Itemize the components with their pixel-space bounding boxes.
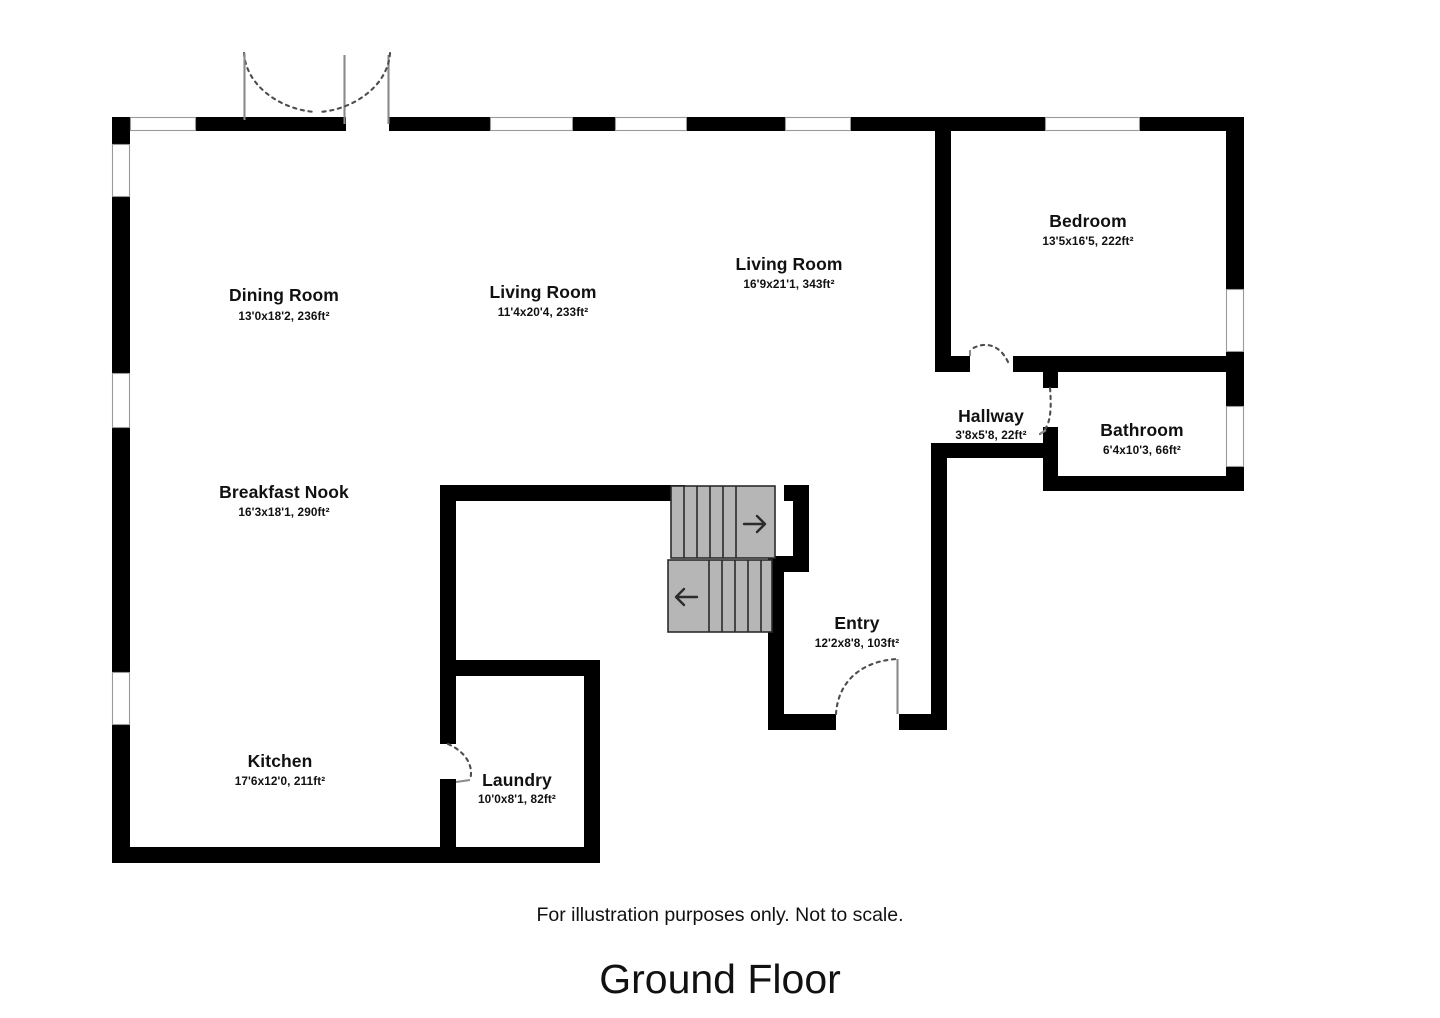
wall-bottom (112, 847, 600, 863)
bedroom-door-swing (968, 343, 1010, 364)
bathroom-door-leaf (1039, 429, 1047, 435)
window-left-2-frame (111, 372, 131, 429)
wall-entry-south-right (899, 714, 947, 730)
laundry-door-swing (446, 742, 472, 782)
window-left-3-frame (111, 671, 131, 726)
window-top-5 (1045, 117, 1140, 131)
window-top-left-frame (129, 116, 197, 132)
wall-bathroom-south (1043, 476, 1244, 491)
wall-nook-south (440, 485, 685, 501)
room-dims-laundry: 10'0x8'1, 82ft² (478, 792, 556, 806)
floor-title: Ground Floor (599, 956, 841, 1002)
french-door-swing-left (242, 51, 318, 114)
wall-top-seg-6 (851, 117, 950, 131)
wall-nook-east-upper (440, 485, 456, 660)
stair-lower-treads (708, 560, 762, 632)
room-label-laundry: Laundry 10'0x8'1, 82ft² (478, 770, 556, 806)
wall-top-seg-1 (112, 117, 130, 131)
wall-entry-south-left (768, 714, 836, 730)
wall-bathroom-west-upper (1043, 366, 1058, 388)
wall-top-seg-8 (1140, 117, 1244, 131)
room-dims-dining-room: 13'0x18'2, 236ft² (238, 309, 329, 323)
room-dims-entry: 12'2x8'8, 103ft² (815, 636, 900, 650)
stair-upper-treads (683, 486, 737, 558)
wall-top-seg-4 (573, 117, 615, 131)
room-dims-hallway: 3'8x5'8, 22ft² (955, 428, 1026, 442)
room-dims-kitchen: 17'6x12'0, 211ft² (235, 774, 326, 788)
window-top-4-frame (784, 116, 852, 132)
room-label-breakfast-nook: Breakfast Nook 16'3x18'1, 290ft² (219, 482, 349, 519)
wall-laundry-west-lower (440, 779, 456, 863)
wall-left-seg-4 (112, 725, 130, 863)
wall-group (111, 116, 1245, 863)
wall-laundry-west-upper (440, 660, 456, 744)
stairs-arrow-left-icon (674, 587, 699, 607)
window-top-2-frame (489, 116, 574, 132)
room-label-entry: Entry 12'2x8'8, 103ft² (815, 613, 900, 650)
wall-top-seg-3 (389, 117, 490, 131)
room-dims-breakfast-nook: 16'3x18'1, 290ft² (238, 505, 329, 519)
wall-laundry-north (440, 660, 600, 676)
door-group (242, 51, 1052, 784)
room-label-dining-room: Dining Room 13'0x18'2, 236ft² (229, 285, 339, 323)
room-dims-bedroom: 13'5x16'5, 222ft² (1042, 234, 1133, 248)
room-name-dining-room: Dining Room (229, 285, 339, 305)
staircase (667, 485, 776, 633)
room-label-hallway: Hallway 3'8x5'8, 22ft² (955, 406, 1026, 442)
room-name-living-room-1: Living Room (489, 282, 596, 302)
wall-top-seg-7 (935, 117, 1045, 131)
wall-left-seg-3 (112, 428, 130, 672)
window-top-2 (490, 117, 573, 131)
room-name-breakfast-nook: Breakfast Nook (219, 482, 349, 502)
window-top-left (130, 117, 196, 131)
room-label-bathroom: Bathroom 6'4x10'3, 66ft² (1100, 420, 1183, 457)
window-right-2 (1226, 406, 1244, 467)
room-label-living-room-1: Living Room 11'4x20'4, 233ft² (489, 282, 596, 319)
room-dims-living-room-1: 11'4x20'4, 233ft² (498, 305, 589, 319)
wall-hallway-south (935, 443, 1058, 458)
wall-right-seg-1 (1226, 117, 1244, 289)
window-top-4 (785, 117, 851, 131)
room-dims-living-room-2: 16'9x21'1, 343ft² (743, 277, 834, 291)
room-labels: Dining Room 13'0x18'2, 236ft² Living Roo… (219, 211, 1184, 806)
room-name-laundry: Laundry (482, 770, 552, 790)
room-dims-bathroom: 6'4x10'3, 66ft² (1103, 443, 1181, 457)
room-name-bathroom: Bathroom (1100, 420, 1183, 440)
room-label-kitchen: Kitchen 17'6x12'0, 211ft² (235, 751, 326, 788)
room-label-living-room-2: Living Room 16'9x21'1, 343ft² (735, 254, 842, 291)
window-left-1 (112, 144, 130, 197)
room-name-entry: Entry (834, 613, 879, 633)
room-name-bedroom: Bedroom (1049, 211, 1127, 231)
wall-bedroom-west (935, 117, 951, 370)
window-left-2 (112, 373, 130, 428)
room-label-bedroom: Bedroom 13'5x16'5, 222ft² (1042, 211, 1133, 248)
stairs-up-arrow-right-icon (742, 514, 767, 534)
window-top-3 (615, 117, 687, 131)
wall-bedroom-south-right (1013, 356, 1244, 372)
window-right-1-frame (1225, 288, 1245, 353)
window-right-2-frame (1225, 405, 1245, 468)
french-door-swing-right (317, 51, 392, 114)
wall-bedroom-south-left (935, 356, 970, 372)
window-right-1 (1226, 289, 1244, 352)
wall-left-seg-2 (112, 197, 130, 373)
disclaimer-caption: For illustration purposes only. Not to s… (536, 904, 903, 926)
wall-laundry-east (584, 660, 600, 863)
wall-top-seg-5 (687, 117, 785, 131)
window-top-5-frame (1044, 116, 1141, 132)
room-name-kitchen: Kitchen (248, 751, 313, 771)
window-left-3 (112, 672, 130, 725)
laundry-door-leaf (455, 778, 471, 784)
room-name-living-room-2: Living Room (735, 254, 842, 274)
window-top-3-frame (614, 116, 688, 132)
window-left-1-frame (111, 143, 131, 198)
wall-top-seg-2 (196, 117, 344, 131)
entry-door-swing (834, 657, 899, 716)
wall-stair-east (793, 485, 809, 570)
room-name-hallway: Hallway (958, 406, 1024, 426)
wall-entry-east (931, 443, 947, 730)
wall-stair-east-lower (768, 556, 809, 572)
